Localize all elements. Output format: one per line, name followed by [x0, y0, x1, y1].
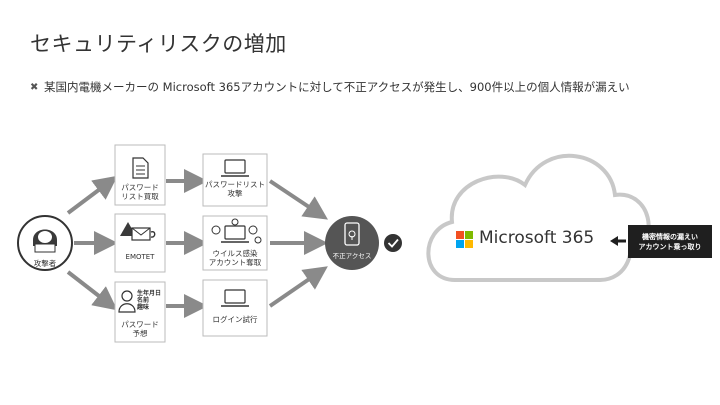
check-circle [384, 234, 402, 252]
arrow-listattack-to-access [268, 179, 328, 220]
emotet-label: EMOTET [125, 253, 155, 261]
document-icon [132, 157, 149, 179]
virus-label: ウイルス感染 アカウント奪取 [208, 249, 262, 267]
arrow-login-to-access [268, 266, 328, 308]
bullet-mark-icon: ✖ [30, 81, 39, 93]
virus-laptop-icon [211, 218, 262, 244]
password-guess-label: パスワード 予想 [121, 320, 159, 338]
microsoft-365-label: Microsoft 365 [479, 228, 595, 248]
microsoft-logo-icon [456, 231, 473, 248]
risk-callout: 機密情報の漏えい アカウント乗っ取り [628, 225, 712, 258]
laptop-icon [221, 159, 249, 177]
arrow-attacker-to-guess [66, 270, 118, 311]
list-attack-label: パスワードリスト 攻撃 [205, 180, 265, 198]
page-title: セキュリティリスクの増加 [30, 32, 287, 56]
arrow-attacker-to-list [66, 175, 118, 215]
check-icon [387, 238, 399, 248]
bullet-text: 某国内電機メーカーの Microsoft 365アカウントに対して不正アクセスが… [44, 80, 630, 94]
risk-callout-text: 機密情報の漏えい アカウント乗っ取り [638, 232, 702, 251]
laptop-icon [221, 289, 249, 307]
cloud-shape [426, 153, 651, 282]
hacker-icon [33, 229, 57, 253]
unauthorized-label: 不正アクセス [332, 252, 372, 260]
login-label: ログイン試行 [212, 315, 258, 324]
guess-info-label: 生年月日 名前 趣味 [137, 290, 162, 311]
password-list-label: パスワード リスト買取 [121, 183, 159, 201]
unauthorized-access-circle [325, 216, 379, 270]
box-list-attack [202, 153, 268, 207]
phone-lock-icon [344, 222, 360, 246]
box-login [202, 279, 268, 337]
attacker-label: 攻撃者 [33, 259, 57, 268]
person-icon [118, 290, 136, 313]
box-emotet [114, 213, 166, 273]
bullet-point: ✖ 某国内電機メーカーの Microsoft 365アカウントに対して不正アクセ… [30, 79, 630, 95]
malware-mail-icon [120, 222, 156, 241]
